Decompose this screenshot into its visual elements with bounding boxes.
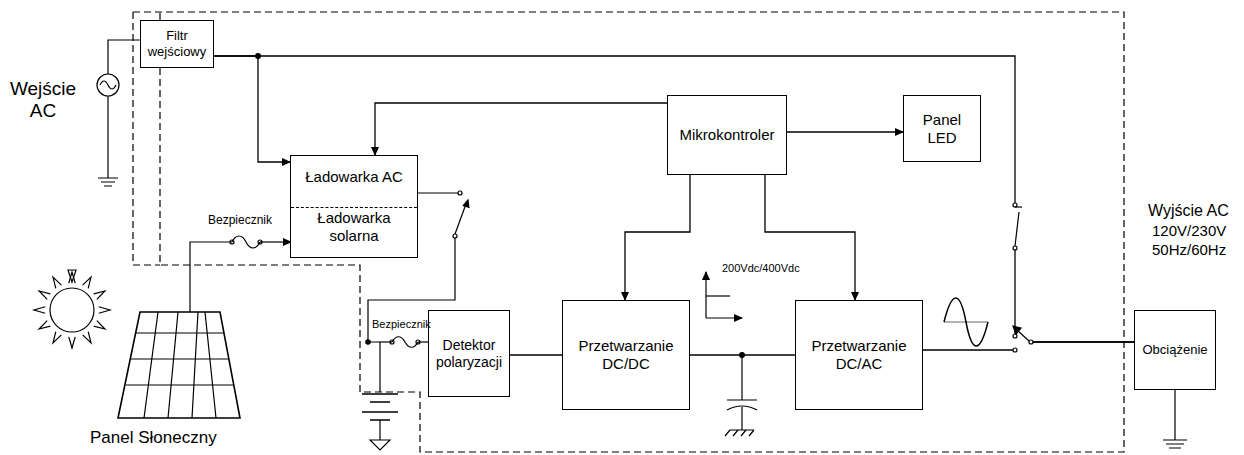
bypass-relay-contact xyxy=(1013,203,1022,250)
box-label: Ładowarka solarna xyxy=(291,209,417,245)
battery-symbol xyxy=(362,337,433,450)
box-label: Mikrokontroler xyxy=(675,126,778,144)
annotation-label: Bezpiecznik xyxy=(372,318,431,331)
capacitor-symbol xyxy=(725,353,757,436)
box-label: Panel LED xyxy=(904,111,980,147)
box-label: Obciążenie xyxy=(1138,342,1211,358)
block-box: Obciążenie xyxy=(1134,310,1215,390)
solar-wire xyxy=(190,236,291,312)
sine-wave xyxy=(944,298,988,346)
annotation-label: Panel Słoneczny xyxy=(90,428,217,448)
block-box: Detektor polaryzacji xyxy=(428,310,510,397)
sun-ray xyxy=(83,277,91,288)
annotation-label: 200Vdc/400Vdc xyxy=(722,262,800,275)
box-label: Detektor polaryzacji xyxy=(429,337,509,371)
voltage-graph xyxy=(706,272,742,318)
connector xyxy=(923,342,1134,350)
box-label: Przetwarzanie DC/AC xyxy=(796,337,922,373)
box-label: Filtr wejściowy xyxy=(141,28,214,59)
connector xyxy=(765,175,855,300)
box-label: Ładowarka AC xyxy=(301,168,407,186)
output-switch xyxy=(1013,326,1033,352)
annotation-label: Wejście AC xyxy=(4,78,82,122)
block-box: Ładowarka AC Ładowarka solarna xyxy=(290,155,418,258)
block-box: Przetwarzanie DC/AC xyxy=(795,300,923,410)
sun-ray xyxy=(83,332,91,343)
connector xyxy=(375,103,667,155)
sun-ray xyxy=(39,291,50,299)
sun-ray xyxy=(53,332,61,343)
annotation-label: 120V/230V xyxy=(1152,222,1226,239)
block-box: Filtr wejściowy xyxy=(140,20,215,68)
sun-ray xyxy=(69,272,75,283)
annotation-label: 50Hz/60Hz xyxy=(1152,241,1226,258)
annotation-label: Bezpiecznik xyxy=(208,214,272,228)
sun-ray xyxy=(99,307,110,313)
sun-ray xyxy=(94,321,105,329)
sun-ray xyxy=(53,277,61,288)
connector xyxy=(787,131,903,132)
block-box: Mikrokontroler xyxy=(667,95,787,175)
housing-outline xyxy=(133,12,1124,452)
ground-symbol xyxy=(1163,390,1187,448)
connector xyxy=(690,354,795,355)
connector xyxy=(625,175,690,300)
solar-panel-illustration xyxy=(118,312,240,418)
sun-ray xyxy=(94,291,105,299)
sun-ray xyxy=(39,321,50,329)
sun-ray xyxy=(69,337,75,348)
block-box: Przetwarzanie DC/DC xyxy=(562,300,690,410)
connector xyxy=(510,354,562,355)
dashed-divider xyxy=(291,207,417,208)
block-box: Panel LED xyxy=(903,95,981,162)
sun-ray xyxy=(34,307,45,313)
box-label: Przetwarzanie DC/DC xyxy=(563,337,689,373)
sun-illustration xyxy=(50,270,94,332)
connector xyxy=(214,56,290,162)
annotation-label: Wyjście AC xyxy=(1148,202,1229,220)
